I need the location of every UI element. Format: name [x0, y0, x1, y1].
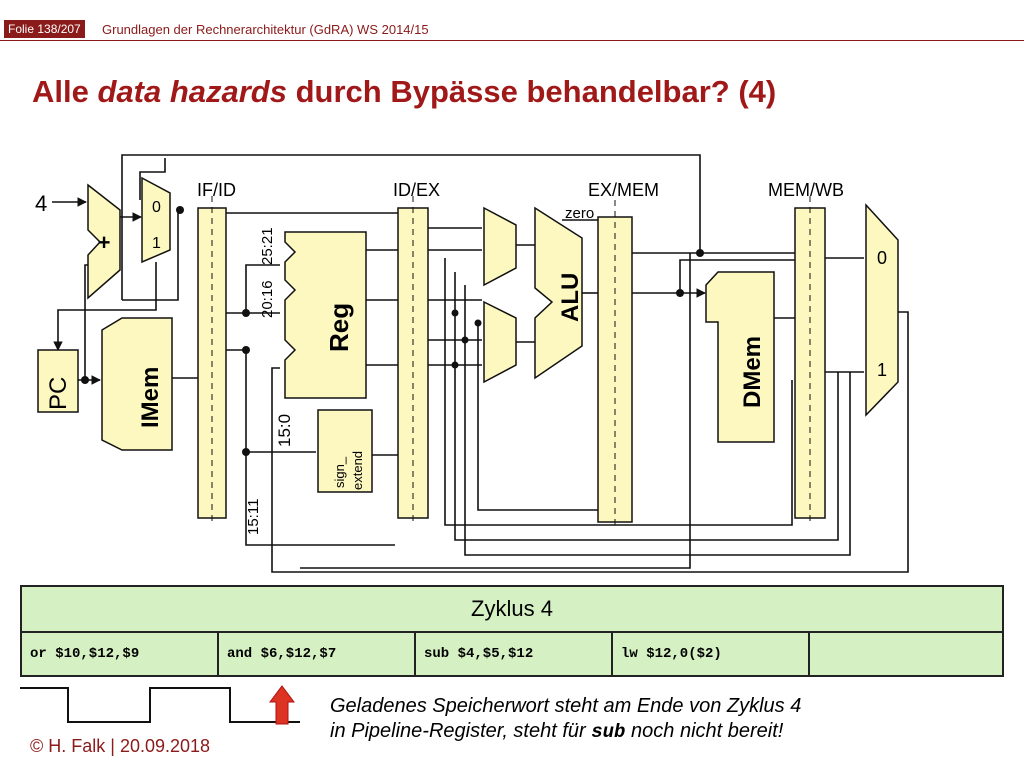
instr-cell-4: lw $12,0($2) — [611, 631, 810, 677]
pc-register: PC — [37, 349, 79, 413]
header-divider — [0, 40, 1024, 41]
clock-signal-line — [20, 687, 300, 723]
pipeline-register-exmem — [597, 200, 633, 525]
field-rd-label: 15:11 — [245, 499, 262, 535]
wire-pc-feedback — [121, 154, 701, 300]
label-exmem: EX/MEM — [588, 180, 659, 200]
wire-addr-to-memwb — [679, 259, 795, 293]
instr-cell-1: or $10,$12,$9 — [20, 631, 219, 677]
label-ifid: IF/ID — [197, 180, 236, 200]
pipeline-register-idex — [397, 196, 429, 525]
note-line-2-start: in Pipeline-Register, steht für — [330, 720, 592, 742]
adder-unit: + — [87, 183, 121, 300]
slide-number-badge: Folie 138/207 — [4, 20, 85, 38]
course-title: Grundlagen der Rechnerarchitektur (GdRA)… — [102, 22, 429, 37]
clock-waveform — [20, 685, 300, 725]
explanation-note: Geladenes Speicherwort steht am Ende von… — [330, 694, 801, 745]
zero-label: zero — [565, 205, 594, 222]
alu-label: ALU — [557, 273, 584, 322]
wire-branch-back — [122, 210, 179, 301]
field-imm-label: 15:0 — [275, 414, 294, 447]
pipeline-register-memwb — [794, 196, 826, 525]
instr-cell-3: sub $4,$5,$12 — [414, 631, 613, 677]
instr-cell-2: and $6,$12,$7 — [217, 631, 416, 677]
wire-mux-to-alu — [516, 244, 535, 343]
wire-forward-5 — [300, 253, 691, 569]
field-rs-label: 25:21 — [259, 227, 276, 265]
pc-mux-1: 1 — [152, 235, 161, 252]
wire-imm — [226, 349, 316, 453]
page-title: Alle data hazards durch Bypässe behandel… — [32, 74, 776, 110]
forward-mux-a — [483, 206, 517, 287]
wire-memwb-to-mux — [825, 257, 864, 373]
junction-dots — [81, 206, 704, 456]
title-italic: data hazards — [97, 74, 287, 109]
data-memory: DMem — [705, 271, 775, 443]
wire-writeback — [271, 311, 909, 573]
note-line-2-end: noch nicht bereit! — [625, 720, 784, 742]
cycle-table: Zyklus 4 or $10,$12,$9 and $6,$12,$7 sub… — [20, 585, 1004, 677]
note-line-1: Geladenes Speicherwort steht am Ende von… — [330, 695, 802, 717]
writeback-mux: 0 1 — [865, 203, 899, 417]
adder-symbol: + — [98, 230, 111, 255]
register-file: Reg — [284, 231, 367, 399]
wb-mux-0: 0 — [877, 248, 887, 268]
wire-mux-top — [139, 158, 166, 200]
wire-forward-1 — [444, 258, 793, 526]
title-part-3: durch Bypässe behandelbar? (4) — [286, 74, 777, 109]
field-rt-label: 20:16 — [259, 280, 276, 318]
wire-pc-to-adder — [84, 264, 88, 380]
wire-reg-to-idex — [366, 249, 398, 366]
const-four-label: 4 — [35, 191, 47, 216]
wb-mux-1: 1 — [877, 360, 887, 380]
footer-copyright: © H. Falk | 20.09.2018 — [30, 736, 211, 756]
forward-mux-b — [483, 300, 517, 384]
pc-mux: 0 1 — [141, 176, 171, 264]
up-arrow-icon — [269, 685, 295, 725]
dmem-label: DMem — [739, 336, 766, 408]
wire-rd — [245, 452, 395, 546]
wire-rs-rt — [226, 264, 280, 314]
instr-cell-5 — [808, 631, 1004, 677]
instruction-memory: IMem — [101, 317, 173, 451]
wire-mux-to-pc — [53, 262, 157, 351]
cycle-header: Zyklus 4 — [20, 585, 1004, 633]
pc-label: PC — [45, 377, 72, 410]
wire-forward-4 — [477, 323, 598, 511]
sign-extend-line-2: extend — [350, 451, 365, 490]
title-part-1: Alle — [32, 74, 98, 109]
pipeline-datapath-diagram: 4 + 0 1 PC IMem IF/ID ID/EX EX/MEM MEM/W… — [35, 154, 909, 573]
label-idex: ID/EX — [393, 180, 440, 200]
reg-label: Reg — [324, 303, 354, 352]
label-memwb: MEM/WB — [768, 180, 844, 200]
note-code-sub: sub — [591, 721, 626, 743]
sign-extend-line-1: sign_ — [332, 456, 347, 488]
pc-mux-0: 0 — [152, 199, 161, 216]
note-line-2: in Pipeline-Register, steht für sub noch… — [330, 719, 801, 745]
wire-forward-3 — [464, 285, 851, 556]
wire-forward-2 — [454, 272, 839, 541]
imem-label: IMem — [137, 367, 164, 428]
sign-extend-unit: sign_ extend — [317, 409, 373, 493]
alu-unit: ALU — [534, 206, 584, 380]
pipeline-register-ifid — [197, 196, 227, 525]
wires — [52, 154, 909, 573]
